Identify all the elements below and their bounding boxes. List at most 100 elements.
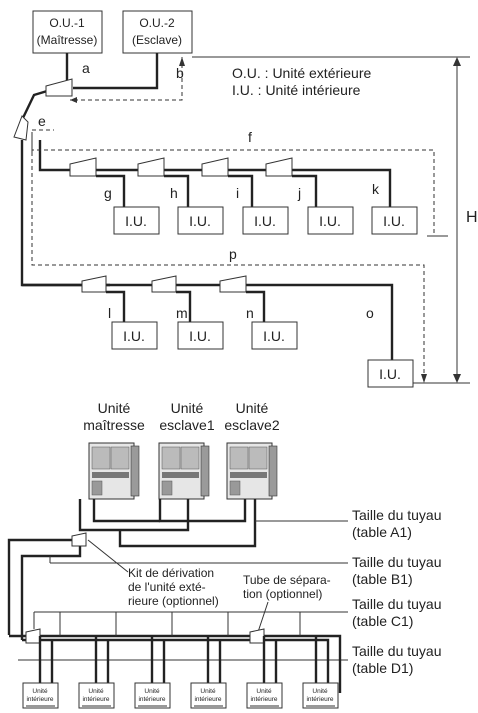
iu1-line2: intérieure	[26, 696, 53, 703]
indoor-unit-m	[177, 321, 224, 350]
pipe-b-main	[73, 53, 159, 90]
unit-slave2-line2: esclave2	[224, 417, 279, 433]
iu-label-j: I.U.	[319, 213, 341, 229]
indoor-unit-1: Unité intérieure	[22, 682, 59, 709]
iu6-line1: Unité	[312, 688, 328, 695]
iu-label-g: I.U.	[125, 213, 147, 229]
tube-n	[219, 275, 247, 293]
legend-outdoor: O.U. : Unité extérieure	[232, 65, 371, 81]
dim-p-arrow	[421, 374, 427, 383]
pipe-size-a1-line1: Taille du tuyau	[352, 507, 442, 523]
label-n: n	[246, 305, 254, 321]
pipe-size-d1-line1: Taille du tuyau	[352, 643, 442, 659]
ou2-name: O.U.-2	[139, 16, 175, 30]
sep-tube-2	[249, 628, 265, 644]
indoor-unit-2: Unité intérieure	[78, 682, 115, 709]
legend-indoor: I.U. : Unité intérieure	[232, 82, 361, 98]
pipe-o	[246, 283, 394, 360]
label-j: j	[297, 185, 301, 201]
dim-b	[70, 57, 183, 101]
pipe-i	[228, 174, 254, 207]
branch-kit-main	[13, 115, 29, 141]
unit-slave1-line1: Unité	[171, 400, 204, 416]
dim-b-arrow	[179, 57, 185, 66]
tube-label-line1: Tube de sépara-	[243, 573, 331, 587]
indoor-unit-k	[371, 206, 418, 235]
iu3-line2: intérieure	[138, 696, 165, 703]
label-g: g	[104, 185, 112, 201]
pipe-size-c1-line1: Taille du tuyau	[352, 596, 442, 612]
pipe-od-lower-2	[118, 499, 257, 548]
unit-master-line2: maîtresse	[83, 417, 145, 433]
tube-label-line2: tion (optionnel)	[243, 587, 322, 601]
sep-tube-1	[25, 628, 41, 644]
pipe-main-left	[7, 538, 80, 635]
kit-leader	[87, 539, 129, 573]
indoor-unit-j	[307, 206, 354, 235]
label-p: p	[229, 246, 237, 262]
header-liquid	[22, 638, 330, 693]
tube-leader	[257, 601, 269, 633]
ou2-role: (Esclave)	[132, 33, 182, 47]
height-arrow-down	[453, 374, 461, 383]
kit-label-line2: de l'unité exté-	[128, 580, 206, 594]
outdoor-unit-slave1	[158, 442, 210, 500]
pipe-main-left-2	[20, 546, 82, 640]
pipe-size-d1-line2: (table D1)	[352, 660, 413, 676]
pipe-h	[164, 174, 190, 207]
pipe-size-b1-line1: Taille du tuyau	[352, 554, 442, 570]
indoor-unit-4: Unité intérieure	[190, 682, 227, 709]
dim-f	[31, 149, 435, 235]
label-i: i	[236, 185, 239, 201]
unit-master-line1: Unité	[98, 400, 131, 416]
label-l: l	[108, 305, 111, 321]
label-b: b	[176, 65, 184, 81]
ou-branch-kit	[45, 78, 73, 97]
dim-b-arrow2	[70, 97, 77, 103]
label-f: f	[248, 129, 252, 145]
label-H: H	[466, 209, 478, 226]
od-branch-kit	[71, 532, 87, 547]
iu-label-i: I.U.	[254, 213, 276, 229]
label-e: e	[38, 113, 46, 129]
tube-m	[151, 275, 177, 293]
iu4-line1: Unité	[200, 688, 216, 695]
iu5-line2: intérieure	[250, 696, 277, 703]
pipe-size-a1-line2: (table A1)	[352, 524, 412, 540]
iu-label-l: I.U.	[123, 328, 145, 344]
indoor-unit-g	[113, 206, 160, 235]
dim-p	[31, 152, 425, 383]
pipe-j	[292, 174, 318, 207]
label-a: a	[82, 60, 90, 76]
pipe-g	[96, 174, 126, 207]
header-gas	[9, 634, 342, 693]
tube-l	[81, 275, 107, 293]
kit-label-line3: rieure (optionnel)	[128, 594, 219, 608]
iu-label-m: I.U.	[189, 328, 211, 344]
ou1-name: O.U.-1	[49, 16, 85, 30]
ou1-role: (Maîtresse)	[37, 33, 98, 47]
iu1-line1: Unité	[32, 688, 48, 695]
header-ticks	[59, 612, 301, 636]
label-h: h	[170, 185, 178, 201]
iu2-line1: Unité	[88, 688, 104, 695]
bottom-diagram: Unité maîtresse Unité esclave1 Unité esc…	[7, 400, 442, 709]
unit-slave2-line1: Unité	[236, 400, 269, 416]
label-o: o	[366, 305, 374, 321]
outdoor-unit-slave2	[226, 442, 278, 500]
indoor-unit-6: Unité intérieure	[302, 682, 339, 709]
indoor-unit-l	[111, 321, 158, 350]
height-arrow-up	[453, 57, 461, 66]
tube-g	[69, 157, 97, 177]
kit-label-line1: Kit de dérivation	[128, 566, 214, 580]
unit-slave1-line2: esclave1	[159, 417, 214, 433]
iu3-line1: Unité	[144, 688, 160, 695]
indoor-unit-3: Unité intérieure	[134, 682, 171, 709]
iu-label-k: I.U.	[383, 213, 405, 229]
iu4-line2: intérieure	[194, 696, 221, 703]
iu-label-o: I.U.	[379, 366, 401, 382]
label-k: k	[372, 181, 380, 197]
iu6-line2: intérieure	[306, 696, 333, 703]
pipe-trunk	[20, 140, 110, 287]
